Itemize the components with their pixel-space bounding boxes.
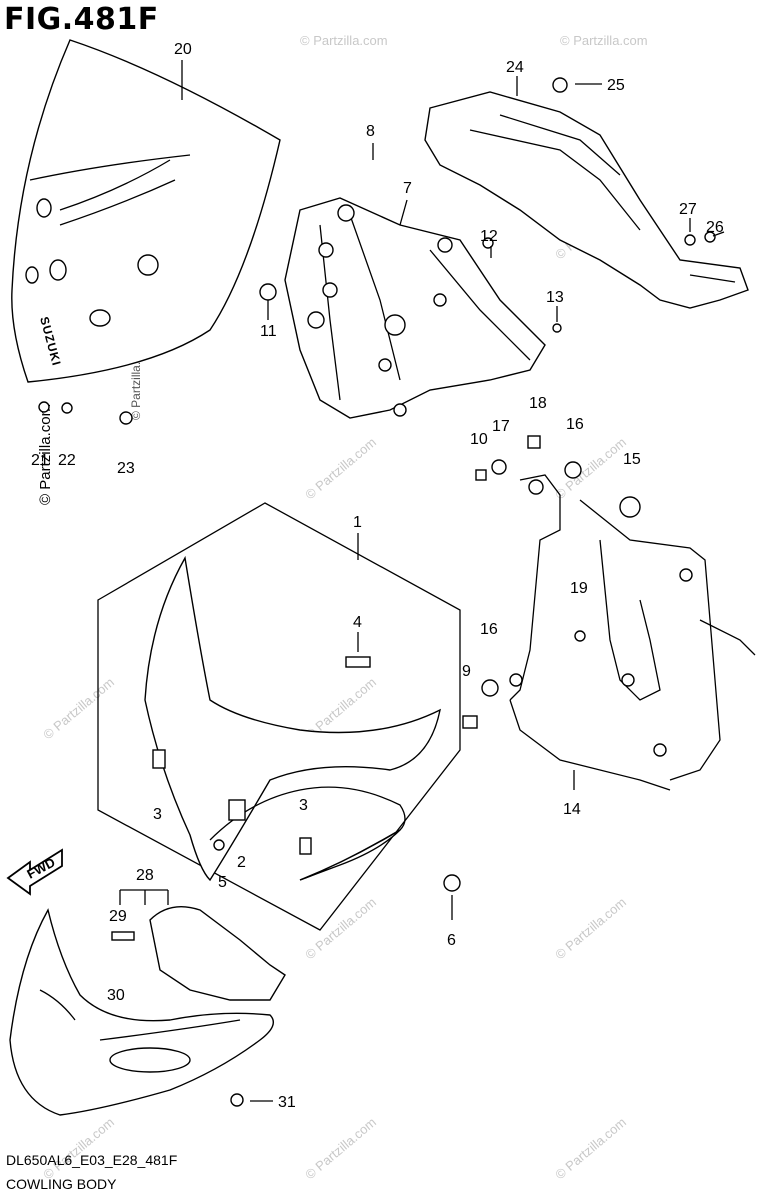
bolt: [443, 874, 461, 892]
inner-panel-part: [424, 91, 749, 309]
callout-2: 2: [237, 854, 246, 871]
grommet: [259, 283, 277, 301]
watermark: © Partzilla.com: [302, 434, 379, 502]
meter-panel-part: [284, 197, 546, 419]
watermark: © Partzilla.com: [552, 1114, 629, 1182]
clip: [213, 839, 225, 851]
cowl-brace-part: [509, 474, 756, 791]
diagram-caption: COWLING BODY: [6, 1176, 117, 1192]
watermark: © Partzilla.com: [300, 33, 388, 48]
callout-15: 15: [623, 451, 641, 468]
front-cowl-part: [97, 502, 461, 931]
callout-26: 26: [706, 219, 724, 236]
callout-21: 21: [31, 452, 49, 469]
watermark: © Partzilla.com: [552, 894, 629, 962]
cushion: [481, 679, 499, 697]
watermark: © Partzilla.com: [560, 33, 648, 48]
callout-3: 3: [153, 806, 162, 823]
screw: [704, 231, 716, 243]
screw: [552, 323, 562, 333]
fwd-direction-arrow: FWD: [6, 848, 63, 896]
leader-lines: [119, 60, 725, 1102]
watermark: © Partzilla.com: [40, 1114, 117, 1182]
clip: [684, 234, 696, 246]
windscreen-part: SUZUKI: [11, 39, 281, 383]
fasteners: [38, 77, 716, 1107]
callout-16: 16: [566, 416, 584, 433]
callout-12: 12: [480, 228, 498, 245]
callout-27: 27: [679, 201, 697, 218]
label-decal: [228, 799, 246, 821]
callout-28: 28: [136, 867, 154, 884]
copyright-vertical: © Partzilla.com: [37, 404, 54, 505]
label-decal: [152, 749, 166, 769]
callout-labels: 20 8 7 24 25 27 26 12 13 11 21 22 23 10 …: [31, 41, 724, 1111]
nut: [475, 469, 487, 481]
figure-title: FIG.481F: [4, 2, 159, 37]
bolt: [38, 401, 50, 413]
callout-16: 16: [480, 621, 498, 638]
label-decal: [299, 837, 312, 855]
bolt: [552, 77, 568, 93]
watermark: © Partzilla.com: [302, 894, 379, 962]
callout-20: 20: [174, 41, 192, 58]
callout-14: 14: [563, 801, 581, 818]
clip: [482, 237, 494, 249]
label-decal: [111, 931, 135, 941]
callout-9: 9: [462, 663, 471, 680]
bolt: [574, 630, 586, 642]
cushion: [564, 461, 582, 479]
watermark: © Partzilla.com: [302, 1114, 379, 1182]
nut: [462, 715, 478, 729]
screw: [230, 1093, 244, 1107]
cushion: [619, 496, 641, 518]
callout-29: 29: [109, 908, 127, 925]
callout-1: 1: [353, 514, 362, 531]
callout-22: 22: [58, 452, 76, 469]
bolt: [527, 435, 541, 449]
callout-23: 23: [117, 460, 135, 477]
washer: [61, 402, 73, 414]
callout-13: 13: [546, 289, 564, 306]
callout-11: 11: [260, 323, 277, 340]
callout-30: 30: [107, 987, 125, 1004]
callout-25: 25: [607, 77, 625, 94]
callout-5: 5: [218, 874, 227, 891]
callout-10: 10: [470, 431, 488, 448]
cushion: [491, 459, 507, 475]
under-cowl-part: [9, 906, 286, 1116]
callout-6: 6: [447, 932, 456, 949]
nut: [119, 411, 133, 425]
callout-31: 31: [278, 1094, 296, 1111]
callout-3: 3: [299, 797, 308, 814]
label-decal: [345, 656, 371, 668]
callout-8: 8: [366, 123, 375, 140]
callout-17: 17: [492, 418, 510, 435]
model-code: DL650AL6_E03_E28_481F: [6, 1152, 178, 1168]
callout-18: 18: [529, 395, 547, 412]
watermark: © Partzilla.com: [552, 434, 629, 502]
callout-4: 4: [353, 614, 362, 631]
callout-19: 19: [570, 580, 588, 597]
callout-7: 7: [403, 180, 412, 197]
callout-24: 24: [506, 59, 524, 76]
watermark: © Partzilla.com: [40, 674, 117, 742]
